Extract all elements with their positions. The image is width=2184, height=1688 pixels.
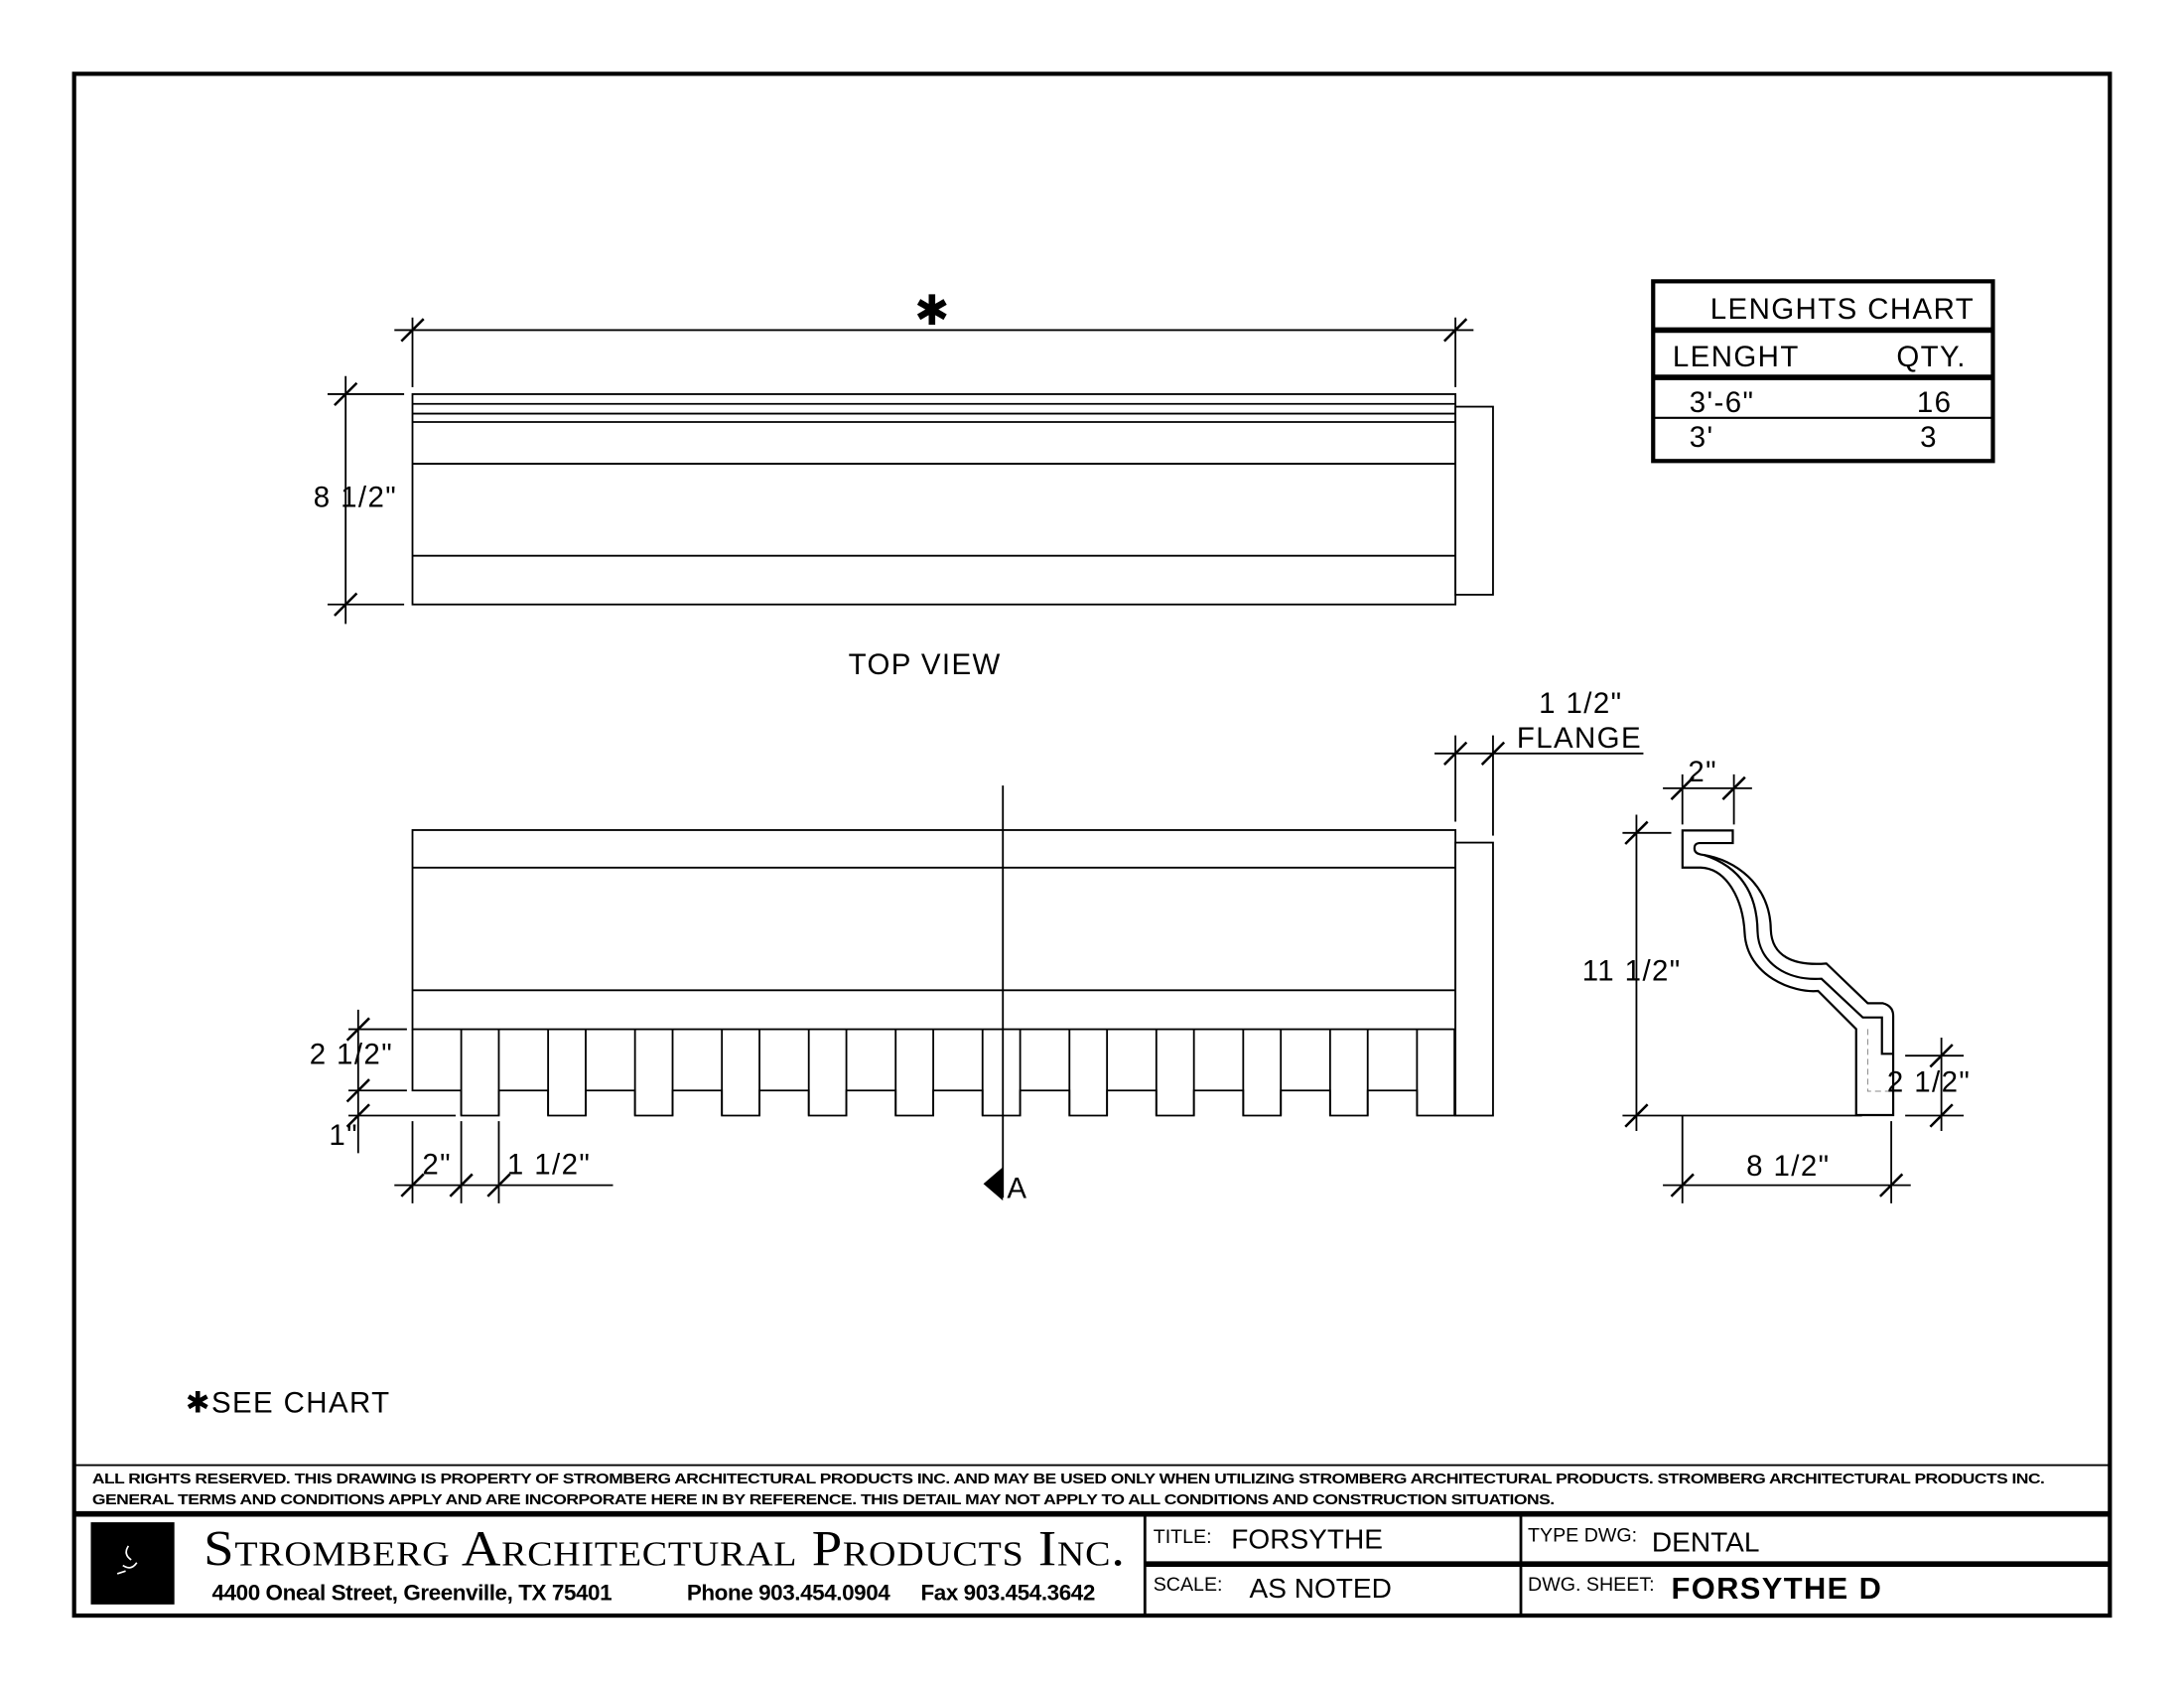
type-dwg-value: DENTAL [1652,1527,1760,1558]
chart-row-length: 3' [1690,421,1714,454]
dentil-end-label: 2" [422,1148,452,1181]
profile-depth-label: 8 1/2" [1746,1150,1830,1183]
chart-row: 3'-6" 16 [1690,386,1953,419]
profile-bottom-dimension: 2 1/2" [1887,1037,1971,1131]
profile-inner-line [1704,855,1893,1054]
chart-title: LENGHTS CHART [1710,293,1975,326]
dentil-width-label: 1 1/2" [507,1148,591,1181]
section-label: A [1007,1172,1027,1204]
disclaimer-line-1: ALL RIGHTS RESERVED. THIS DRAWING IS PRO… [92,1472,2045,1487]
profile-height-dimension: 11 1/2" [1582,814,1862,1131]
section-marker-icon [983,1167,1004,1201]
height-dimension: 8 1/2" [314,375,405,625]
scale-label: SCALE: [1154,1574,1223,1596]
profile-depth-dimension: 8 1/2" [1663,1115,1911,1203]
chart-row-qty: 16 [1917,386,1953,419]
company-address: 4400 Oneal Street, Greenville, TX 75401 [212,1581,613,1606]
title-label: TITLE: [1154,1526,1212,1548]
company-fax: Fax 903.454.3642 [920,1581,1094,1606]
dentil-height-label: 2 1/2" [310,1039,393,1071]
dentil-drop-label: 1" [329,1119,358,1152]
top-view-flange [1454,405,1494,596]
chart-header-qty: QTY. [1896,341,1967,373]
height-dim-label: 8 1/2" [314,482,397,514]
title-block: Stromberg Architectural Products Inc. 44… [73,1510,2111,1617]
chart-row: 3' 3 [1690,421,1938,454]
flange-label: FLANGE [1517,722,1642,755]
dentil-width-dimension: 2" 1 1/2" [394,1121,614,1203]
lengths-chart: LENGHTS CHART LENGHT QTY. 3'-6" 16 3' 3 [1651,279,1995,464]
front-view-flange [1454,841,1494,1117]
dentil-height-dimension: 2 1/2" 1" [310,1009,456,1154]
profile-height-label: 11 1/2" [1582,954,1682,987]
top-view-label: TOP VIEW [849,648,1002,681]
sheet-border [71,71,2113,1618]
dwg-sheet-value: FORSYTHE D [1671,1571,1882,1606]
chart-row-length: 3'-6" [1690,386,1755,419]
flange-dim-label: 1 1/2" [1539,687,1622,720]
company-logo [90,1522,175,1605]
title-value: FORSYTHE [1231,1524,1383,1555]
chart-row-qty: 3 [1920,421,1938,454]
chart-header-length: LENGHT [1673,341,1800,373]
profile-bottom-label: 2 1/2" [1887,1066,1971,1099]
profile-outline [1683,830,1893,1115]
front-view: A 1 1/2" FLANGE 2 1/2" 1" [310,687,1644,1204]
length-dimension: ✱ [394,287,1474,387]
disclaimer-line-2: GENERAL TERMS AND CONDITIONS APPLY AND A… [92,1492,1555,1508]
company-phone: Phone 903.454.0904 [687,1581,890,1606]
profile-top-label: 2" [1688,756,1717,788]
type-dwg-label: TYPE DWG: [1528,1525,1637,1547]
profile-hidden-line [1867,1029,1889,1091]
see-chart-marker: ✱ [914,287,949,334]
dwg-sheet-label: DWG. SHEET: [1528,1574,1655,1596]
top-view: ✱ 8 1/2" TOP VIEW [314,287,1494,681]
flange-dimension: 1 1/2" FLANGE [1434,687,1644,836]
company-name: Stromberg Architectural Products Inc. [204,1521,1126,1577]
scale-value: AS NOTED [1249,1573,1391,1604]
profile-section: 2" 11 1/2" 2 1/2" 8 1/2" [1582,756,1971,1203]
profile-top-dimension: 2" [1663,756,1752,825]
see-chart-note: ✱SEE CHART [186,1386,391,1419]
